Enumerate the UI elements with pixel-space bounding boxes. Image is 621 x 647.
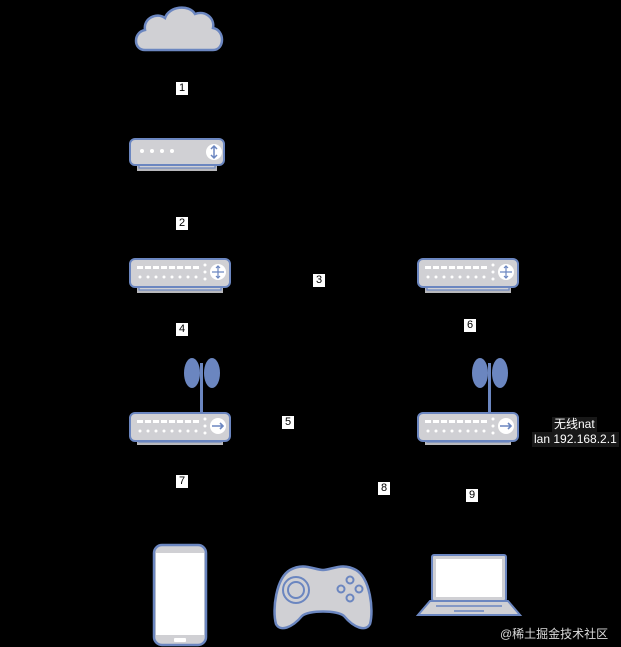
edge-label-3: 3: [313, 274, 326, 287]
edge-label-9: 9: [466, 489, 479, 502]
edge-label-8: 8: [378, 482, 391, 495]
game-controller-icon: [273, 565, 373, 630]
switch-right-icon: [417, 258, 519, 293]
edge-label-7: 7: [176, 475, 189, 488]
edge-label-4: 4: [176, 323, 189, 336]
phone-icon: [152, 543, 208, 647]
router-right-note-line1: 无线nat: [552, 417, 597, 432]
router-right-note-line2: lan 192.168.2.1: [532, 432, 619, 447]
edge-label-1: 1: [176, 82, 189, 95]
edge-label-6: 6: [464, 319, 477, 332]
laptop-icon: [415, 554, 523, 616]
watermark: @稀土掘金技术社区: [500, 627, 609, 641]
wireless-router-right-icon: [417, 358, 519, 445]
edge-label-5: 5: [282, 416, 295, 429]
edge-label-2: 2: [176, 217, 189, 230]
wireless-router-left-icon: [129, 358, 231, 445]
cloud-icon: [134, 6, 224, 52]
modem-icon: [129, 138, 225, 171]
switch-left-icon: [129, 258, 231, 293]
